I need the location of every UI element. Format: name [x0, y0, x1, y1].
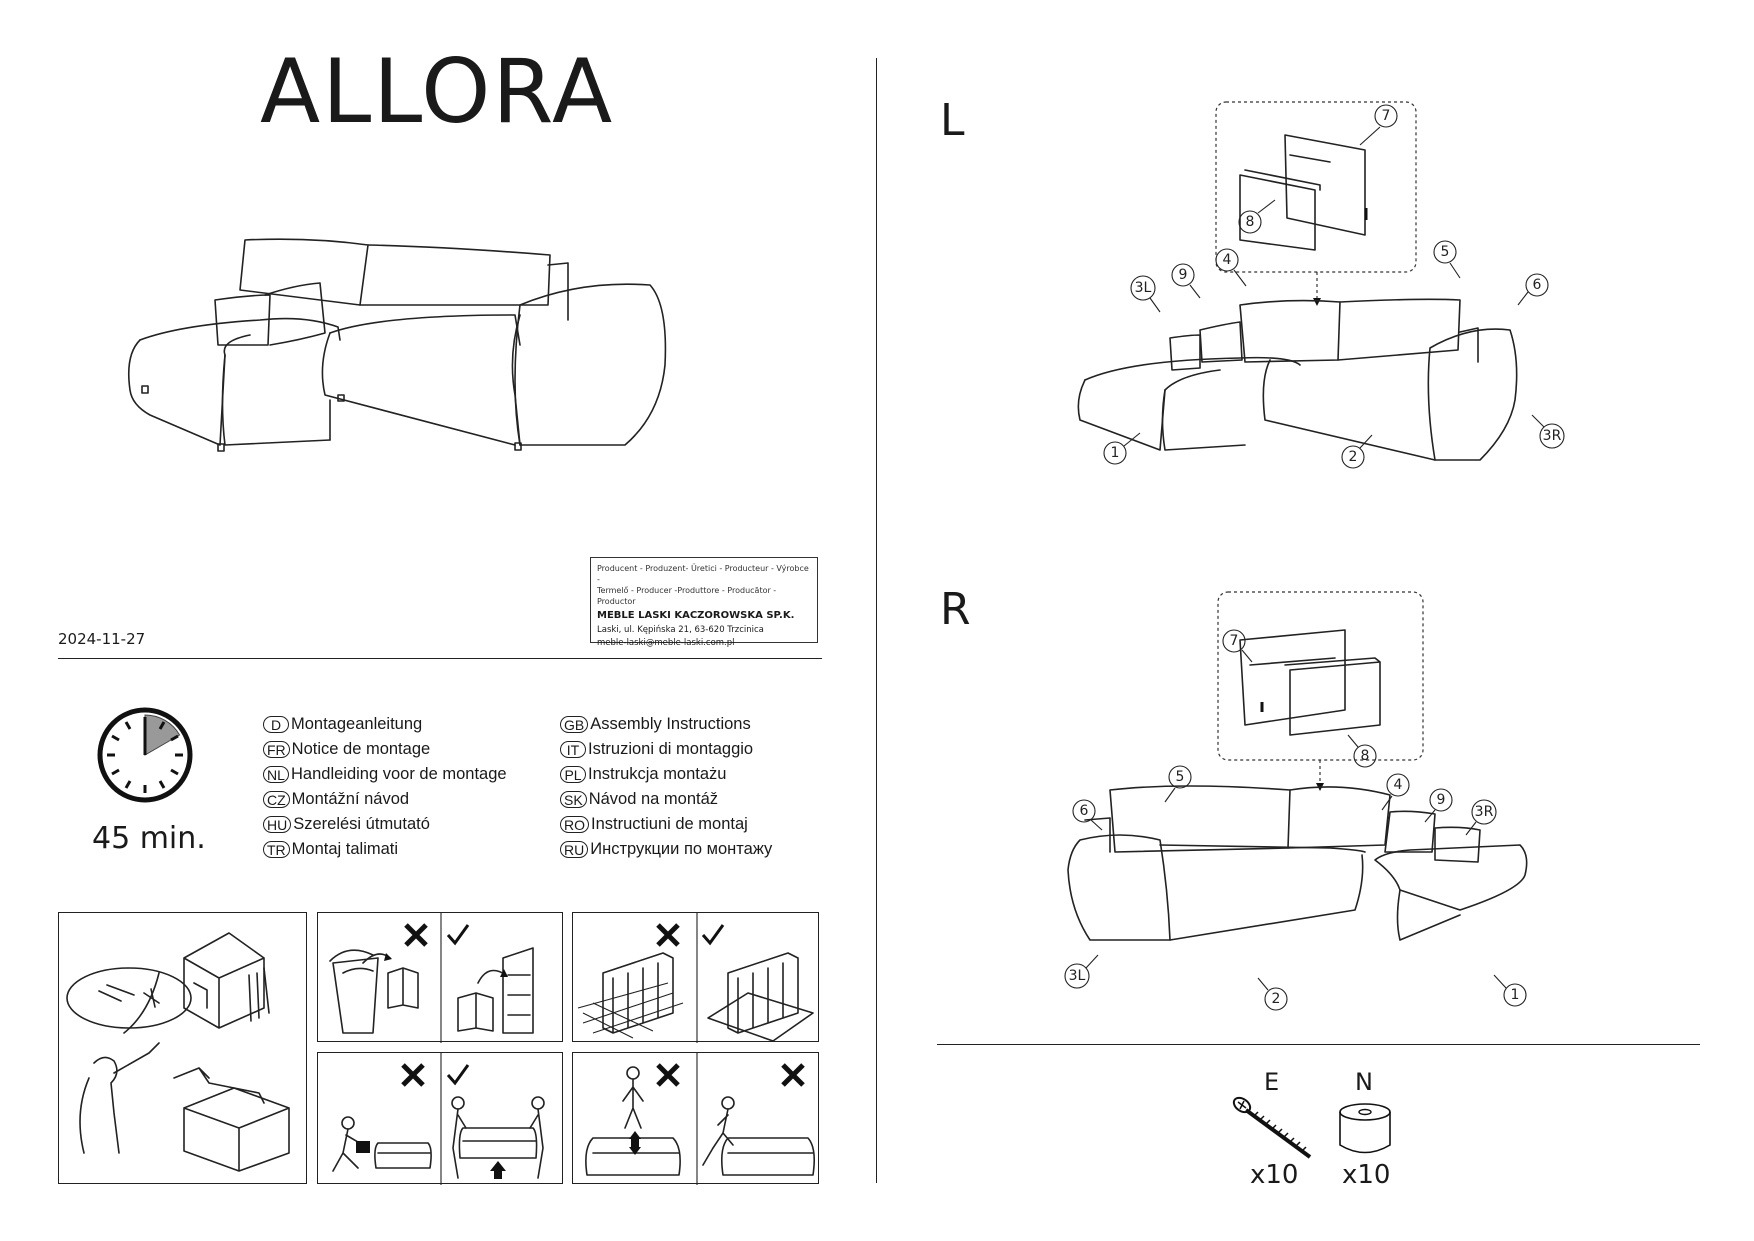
hardware-e-qty: x10	[1250, 1160, 1299, 1190]
svg-text:5: 5	[1176, 769, 1185, 785]
clock-icon	[97, 707, 193, 803]
spacer-icon	[1339, 1103, 1391, 1154]
lang-text: Instructiuni de montaj	[591, 815, 748, 833]
sofa-illustration	[127, 238, 667, 452]
svg-text:1: 1	[1111, 445, 1120, 461]
lang-text: Szerelési útmutató	[293, 815, 430, 833]
lang-text: Montageanleitung	[291, 715, 423, 733]
unpacking-panel	[58, 912, 307, 1184]
page-title: ALLORA	[260, 40, 615, 143]
lang-code: FR	[263, 741, 290, 758]
svg-text:6: 6	[1533, 277, 1542, 293]
lang-code: GB	[560, 716, 589, 733]
lang-text: Assembly Instructions	[590, 715, 751, 733]
hardware-n-qty: x10	[1342, 1160, 1391, 1190]
producer-company: MEBLE LASKI KACZOROWSKA SP.K.	[597, 610, 795, 621]
no-standing-panel	[572, 1052, 819, 1185]
producer-email: meble-laski@meble-laski.com.pl	[597, 638, 735, 648]
svg-text:3R: 3R	[1475, 804, 1494, 820]
producer-label-1: Producent - Produzent- Üretici - Product…	[597, 564, 809, 584]
hardware-n-letter: N	[1355, 1068, 1373, 1096]
center-divider	[876, 58, 878, 1183]
lang-code: RO	[560, 816, 589, 833]
lang-code: NL	[263, 766, 289, 783]
recycle-panel	[317, 912, 563, 1043]
svg-text:6: 6	[1080, 803, 1089, 819]
lifting-panel	[317, 1052, 563, 1185]
lang-text: Návod na montáž	[588, 790, 719, 808]
svg-text:7: 7	[1382, 108, 1391, 124]
lang-code: RU	[560, 841, 589, 858]
svg-text:4: 4	[1394, 777, 1403, 793]
top-divider	[58, 658, 822, 660]
lang-text: Notice de montage	[291, 740, 431, 758]
lang-code: SK	[560, 791, 587, 808]
hardware-divider	[937, 1044, 1700, 1046]
lang-code: CZ	[263, 791, 290, 808]
svg-text:2: 2	[1349, 449, 1358, 465]
lang-code: TR	[263, 841, 290, 858]
hardware-e-letter: E	[1264, 1068, 1280, 1096]
assembly-time: 45 min.	[92, 821, 206, 856]
svg-text:2: 2	[1272, 991, 1281, 1007]
svg-text:3L: 3L	[1069, 968, 1086, 984]
screw-icon	[1232, 1096, 1312, 1159]
lang-code: PL	[560, 766, 586, 783]
part-callouts: 7 8 5 4 9 3R 6 3L 2 1	[1064, 629, 1527, 1011]
lang-text: Istruzioni di montaggio	[588, 740, 754, 758]
lang-text: Инструкции по монтажу	[590, 840, 773, 858]
lang-text: Montaj talimati	[291, 840, 399, 858]
variant-l-letter: L	[940, 95, 965, 146]
producer-address: Laski, ul. Kępińska 21, 63-620 Trzcinica	[597, 625, 764, 635]
svg-text:7: 7	[1230, 633, 1239, 649]
svg-text:4: 4	[1223, 252, 1232, 268]
svg-text:9: 9	[1437, 792, 1446, 808]
producer-label-2: Termelő - Producer -Produttore - Producă…	[597, 586, 777, 606]
variant-l-diagram: 7 8 5 4 9 3L 6 1 2 3R	[1077, 101, 1565, 469]
svg-text:3L: 3L	[1135, 280, 1152, 296]
producer-box: Producent - Produzent- Üretici - Product…	[590, 557, 818, 648]
document-date: 2024-11-27	[58, 630, 146, 648]
svg-text:8: 8	[1246, 214, 1255, 230]
variant-r-letter: R	[940, 584, 971, 635]
svg-text:3R: 3R	[1543, 428, 1562, 444]
lang-text: Handleiding voor de montage	[291, 765, 507, 783]
lang-code: D	[263, 716, 289, 733]
floor-protect-panel	[572, 912, 819, 1043]
svg-text:5: 5	[1441, 244, 1450, 260]
lang-text: Instrukcja montażu	[588, 765, 727, 783]
svg-text:8: 8	[1361, 748, 1370, 764]
part-callouts: 7 8 5 4 9 3L 6 1 2 3R	[1103, 104, 1565, 469]
variant-r-diagram: 7 8 5 4 9 3R 6 3L 2 1	[1064, 591, 1528, 1011]
lang-text: Montážní návod	[291, 790, 410, 808]
lang-code: IT	[560, 741, 586, 758]
svg-text:9: 9	[1179, 267, 1188, 283]
svg-text:1: 1	[1511, 987, 1520, 1003]
lang-code: HU	[263, 816, 292, 833]
